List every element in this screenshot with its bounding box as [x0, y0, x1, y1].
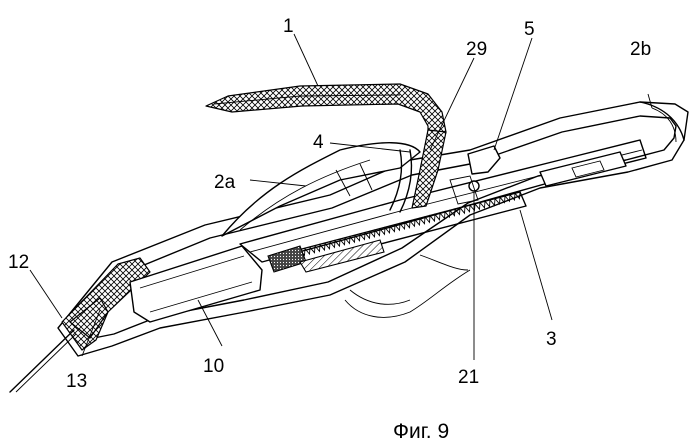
label-3: 3: [546, 329, 557, 350]
lever-1: [206, 84, 446, 150]
electrode-12: [10, 330, 74, 392]
label-10: 10: [203, 356, 224, 377]
label-29: 29: [466, 39, 487, 60]
label-13: 13: [66, 371, 87, 392]
inner-tube: [240, 140, 646, 262]
label-4: 4: [313, 132, 324, 153]
figure-caption: Фиг. 9: [393, 420, 449, 443]
label-12: 12: [8, 252, 29, 273]
rear-piston: [540, 152, 626, 186]
pin-21: [469, 181, 479, 191]
label-2b: 2b: [630, 39, 651, 60]
label-5: 5: [524, 19, 535, 40]
slider-insert: [300, 240, 384, 272]
latch-5: [468, 146, 500, 174]
label-1: 1: [283, 16, 294, 37]
leader-lines: [30, 34, 652, 360]
slider-block: [268, 246, 306, 272]
capsule-10: [130, 246, 262, 322]
label-21: 21: [458, 367, 479, 388]
label-2a: 2a: [214, 172, 236, 193]
